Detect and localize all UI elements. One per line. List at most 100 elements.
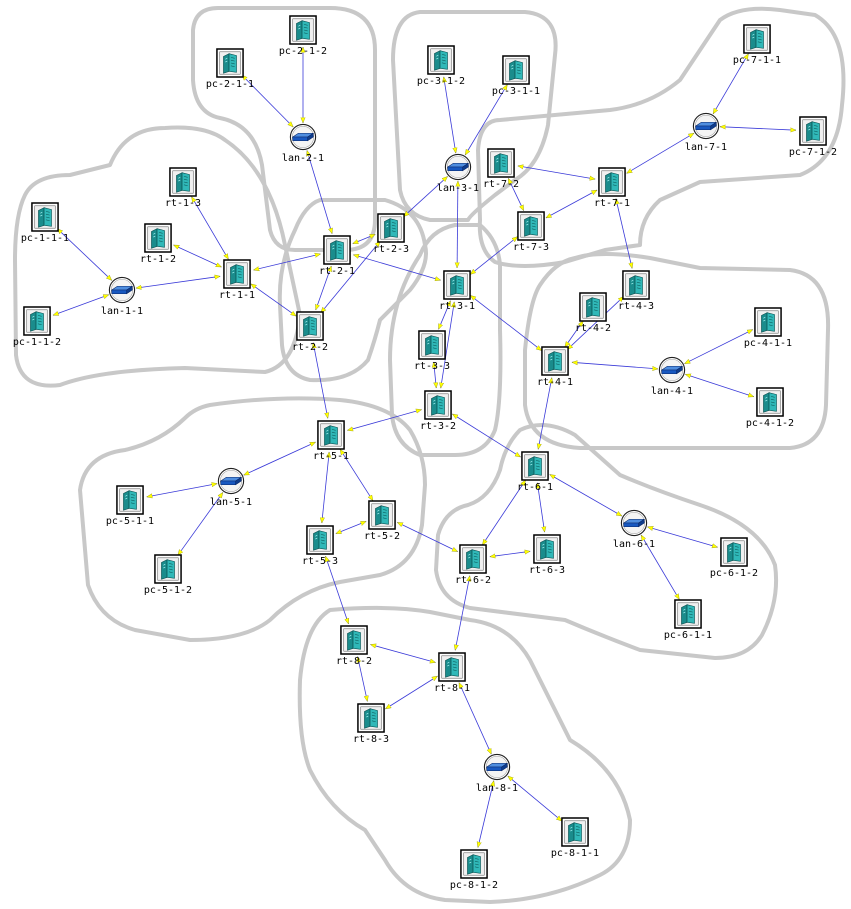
link-rt-5-1-to-lan-5-1: [244, 441, 316, 476]
node-pc-4-1-1[interactable]: pc-4-1-1: [744, 307, 792, 349]
node-rt-1-3[interactable]: rt-1-3: [165, 167, 201, 209]
node-label: pc-2-1-1: [206, 79, 254, 90]
router-server-icon: [443, 270, 471, 300]
link-lan-3-1-to-rt-2-3: [404, 176, 448, 216]
node-label: rt-6-1: [517, 482, 553, 493]
pc-server-icon: [23, 306, 51, 336]
node-label: rt-6-2: [455, 575, 491, 586]
pc-server-icon: [756, 387, 784, 417]
node-label: rt-7-2: [483, 179, 519, 190]
node-rt-3-1[interactable]: rt-3-1: [439, 270, 475, 312]
pc-server-icon: [674, 599, 702, 629]
link-rt-8-2-to-rt-8-1: [370, 645, 435, 663]
link-rt-6-1-to-rt-6-3: [537, 483, 544, 532]
router-server-icon: [517, 211, 545, 241]
router-server-icon: [533, 534, 561, 564]
node-rt-4-3[interactable]: rt-4-3: [618, 270, 654, 312]
switch-icon: [444, 153, 472, 181]
router-server-icon: [317, 420, 345, 450]
switch-icon: [658, 356, 686, 384]
link-rt-1-1-to-rt-2-2: [251, 283, 296, 317]
node-label: rt-4-1: [537, 377, 573, 388]
node-lan-5-1[interactable]: lan-5-1: [210, 467, 252, 508]
node-label: pc-6-1-2: [710, 568, 758, 579]
node-rt-2-3[interactable]: rt-2-3: [373, 213, 409, 255]
node-rt-2-1[interactable]: rt-2-1: [319, 235, 355, 277]
node-rt-6-3[interactable]: rt-6-3: [529, 534, 565, 576]
node-pc-1-1-2[interactable]: pc-1-1-2: [13, 306, 61, 348]
node-rt-7-1[interactable]: rt-7-1: [594, 167, 630, 209]
node-pc-5-1-2[interactable]: pc-5-1-2: [144, 554, 192, 596]
node-rt-2-2[interactable]: rt-2-2: [292, 311, 328, 353]
node-rt-3-2[interactable]: rt-3-2: [420, 390, 456, 432]
node-pc-6-1-1[interactable]: pc-6-1-1: [664, 599, 712, 641]
node-rt-7-2[interactable]: rt-7-2: [483, 148, 519, 190]
node-rt-6-2[interactable]: rt-6-2: [455, 544, 491, 586]
node-label: rt-4-2: [575, 323, 611, 334]
link-rt-3-3-to-rt-3-2: [434, 362, 437, 388]
node-label: rt-2-2: [292, 342, 328, 353]
node-pc-4-1-2[interactable]: pc-4-1-2: [746, 387, 794, 429]
link-pc-3-1-1-to-lan-3-1: [464, 85, 508, 155]
link-rt-1-3-to-rt-1-1: [191, 197, 229, 260]
node-label: rt-2-3: [373, 244, 409, 255]
node-rt-8-1[interactable]: rt-8-1: [434, 652, 470, 694]
node-pc-7-1-2[interactable]: pc-7-1-2: [789, 116, 837, 158]
link-rt-3-2-to-rt-6-1: [452, 413, 520, 458]
pc-server-icon: [216, 48, 244, 78]
node-rt-4-1[interactable]: rt-4-1: [537, 346, 573, 388]
node-label: rt-5-2: [364, 531, 400, 542]
router-server-icon: [459, 544, 487, 574]
pc-server-icon: [116, 485, 144, 515]
node-rt-7-3[interactable]: rt-7-3: [513, 211, 549, 253]
node-label: rt-8-3: [353, 734, 389, 745]
node-rt-5-2[interactable]: rt-5-2: [364, 500, 400, 542]
router-server-icon: [521, 451, 549, 481]
node-rt-1-2[interactable]: rt-1-2: [140, 223, 176, 265]
node-label: rt-3-2: [420, 421, 456, 432]
link-rt-7-1-to-rt-4-3: [616, 199, 632, 269]
node-pc-8-1-2[interactable]: pc-8-1-2: [450, 849, 498, 891]
link-lan-6-1-to-pc-6-1-2: [647, 527, 717, 547]
node-lan-8-1[interactable]: lan-8-1: [476, 753, 518, 794]
pc-server-icon: [31, 202, 59, 232]
link-lan-1-1-to-rt-1-1: [136, 276, 220, 288]
node-pc-5-1-1[interactable]: pc-5-1-1: [106, 485, 154, 527]
link-rt-5-1-to-rt-5-2: [339, 449, 374, 500]
node-lan-7-1[interactable]: lan-7-1: [685, 112, 727, 153]
node-lan-3-1[interactable]: lan-3-1: [437, 153, 479, 194]
node-pc-6-1-2[interactable]: pc-6-1-2: [710, 537, 758, 579]
region-4: [523, 252, 831, 450]
link-rt-5-3-to-rt-8-2: [326, 556, 349, 624]
pc-server-icon: [460, 849, 488, 879]
node-label: lan-3-1: [437, 183, 479, 194]
node-rt-1-1[interactable]: rt-1-1: [219, 259, 255, 301]
link-rt-8-2-to-rt-8-3: [358, 657, 368, 702]
link-rt-6-1-to-lan-6-1: [550, 474, 622, 517]
node-pc-3-1-2[interactable]: pc-3-1-2: [417, 45, 465, 87]
node-pc-2-1-2[interactable]: pc-2-1-2: [279, 15, 327, 57]
router-server-icon: [340, 625, 368, 655]
link-pc-3-1-2-to-lan-3-1: [444, 77, 456, 153]
node-lan-1-1[interactable]: lan-1-1: [101, 276, 143, 317]
node-rt-8-3[interactable]: rt-8-3: [353, 703, 389, 745]
node-pc-8-1-1[interactable]: pc-8-1-1: [551, 817, 599, 859]
node-rt-4-2[interactable]: rt-4-2: [575, 292, 611, 334]
node-pc-2-1-1[interactable]: pc-2-1-1: [206, 48, 254, 90]
link-pc-7-1-1-to-lan-7-1: [712, 54, 749, 114]
node-pc-1-1-1[interactable]: pc-1-1-1: [21, 202, 69, 244]
node-rt-5-1[interactable]: rt-5-1: [313, 420, 349, 462]
node-label: rt-7-3: [513, 242, 549, 253]
node-pc-3-1-1[interactable]: pc-3-1-1: [492, 55, 540, 97]
pc-server-icon: [154, 554, 182, 584]
node-rt-5-3[interactable]: rt-5-3: [302, 525, 338, 567]
node-pc-7-1-1[interactable]: pc-7-1-1: [733, 24, 781, 66]
node-lan-2-1[interactable]: lan-2-1: [282, 123, 324, 164]
node-rt-3-3[interactable]: rt-3-3: [414, 330, 450, 372]
node-rt-8-2[interactable]: rt-8-2: [336, 625, 372, 667]
node-lan-4-1[interactable]: lan-4-1: [651, 356, 693, 397]
link-rt-4-2-to-rt-4-1: [564, 321, 584, 347]
node-lan-6-1[interactable]: lan-6-1: [613, 509, 655, 550]
node-rt-6-1[interactable]: rt-6-1: [517, 451, 553, 493]
link-pc-2-1-1-to-lan-2-1: [242, 75, 293, 127]
